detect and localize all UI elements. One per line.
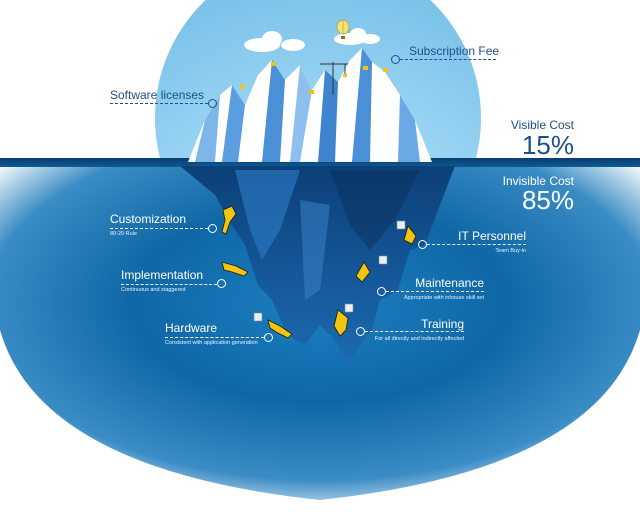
- maintenance-note: Appropriate with inhouse skill set: [403, 295, 484, 301]
- cloud-icon: [244, 31, 305, 52]
- customization-note: 80-20 Rule: [110, 231, 137, 237]
- software-licenses-label: Software licenses: [110, 88, 205, 102]
- training-note: For all directly and indirectly affected: [374, 336, 464, 342]
- hardware-note: Consistent with application generation: [165, 340, 258, 346]
- subscription-fee-leader: [400, 59, 496, 60]
- training-label: Training: [421, 317, 464, 331]
- implementation-note: Continuous and staggered: [121, 287, 186, 293]
- training-marker: [356, 327, 365, 336]
- implementation-label: Implementation: [121, 268, 204, 282]
- it-personnel-label: IT Personnel: [458, 229, 526, 243]
- maintenance-leader: [386, 291, 484, 292]
- customization-label: Customization: [110, 212, 187, 226]
- it-personnel-leader: [427, 244, 526, 245]
- implementation-leader: [121, 284, 217, 285]
- submerged-iceberg: [180, 166, 455, 365]
- invisible-cost-label: Invisible Cost: [502, 174, 574, 188]
- software-licenses-leader: [110, 103, 208, 104]
- training-leader: [365, 331, 464, 332]
- hot-air-balloon-icon: [336, 19, 350, 39]
- hardware-label: Hardware: [165, 321, 218, 335]
- crane-icon: [320, 62, 348, 95]
- visible-cost-label: Visible Cost: [510, 118, 574, 132]
- it-personnel-marker: [418, 240, 427, 249]
- subscription-fee-marker: [391, 55, 400, 64]
- invisible-cost-value: 85%: [521, 185, 574, 215]
- software-licenses-marker: [208, 99, 217, 108]
- it-personnel-note: Team Buy-in: [495, 248, 526, 254]
- gear-box-icon: [253, 220, 406, 322]
- maintenance-label: Maintenance: [415, 276, 484, 290]
- water-surface: [0, 158, 640, 167]
- implementation-marker: [217, 279, 226, 288]
- hardware-leader: [165, 337, 264, 338]
- customization-leader: [110, 228, 208, 229]
- diver-icon: [221, 205, 417, 339]
- underwater-area: [0, 162, 640, 500]
- customization-marker: [208, 224, 217, 233]
- worker-icon: [240, 62, 388, 94]
- maintenance-marker: [377, 287, 386, 296]
- hardware-marker: [264, 333, 273, 342]
- subscription-fee-label: Subscription Fee: [409, 44, 500, 58]
- visible-cost-value: 15%: [521, 130, 574, 160]
